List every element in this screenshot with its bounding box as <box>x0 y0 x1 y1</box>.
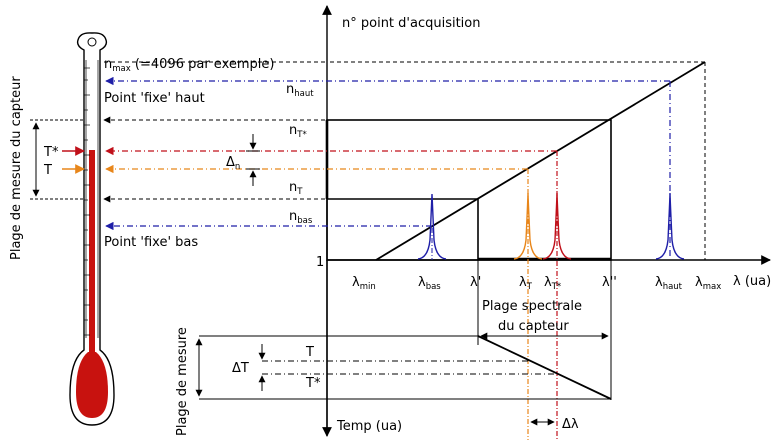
lambda-prime-label: λ' <box>470 275 481 290</box>
t-label-left: T <box>43 163 52 178</box>
sensor-range-label: Plage de mesure du capteur <box>9 76 24 260</box>
temp-axis-title: Temp (ua) <box>336 419 402 434</box>
calibration-line <box>375 61 706 261</box>
measure-range-label: Plage de mesure <box>175 327 190 436</box>
thermometer <box>69 32 115 426</box>
spectral-range-label-1: Plage spectrale <box>482 299 582 314</box>
nbas-label: nbas <box>289 209 313 226</box>
origin-label: 1 <box>316 255 324 270</box>
fixed-low-label: Point 'fixe' bas <box>104 235 198 250</box>
lambda-haut-label: λhaut <box>655 275 683 292</box>
delta-n-label: Δn <box>226 155 240 172</box>
spectral-range-label-2: du capteur <box>498 319 569 334</box>
nT-label: nT <box>289 180 303 197</box>
peak-bas <box>417 193 447 260</box>
peak-haut <box>655 192 685 260</box>
lambda-min-label: λmin <box>352 275 376 292</box>
t-star-label-lower: T* <box>305 376 321 391</box>
y-axis-title: n° point d'acquisition <box>342 16 481 31</box>
thermometer-column <box>89 150 95 355</box>
thermometer-bulb <box>76 352 108 418</box>
peak-T <box>513 169 543 440</box>
delta-lambda-label: Δλ <box>562 417 579 432</box>
nhaut-label: nhaut <box>286 82 314 99</box>
lambda-second-label: λ'' <box>602 275 617 290</box>
level-box-top <box>326 119 612 261</box>
lambda-bas-label: λbas <box>418 275 441 292</box>
x-axis-title: λ (ua) <box>733 274 771 289</box>
t-star-label-left: T* <box>43 145 59 160</box>
nmax-label: nmax (=4096 par exemple) <box>104 57 274 74</box>
nT-star-label: nT* <box>289 123 307 140</box>
fixed-high-label: Point 'fixe' haut <box>104 91 205 106</box>
peak-T-star <box>542 151 572 440</box>
temperature-line <box>477 335 612 400</box>
t-label-lower: T <box>305 345 314 360</box>
lambda-T-label: λT <box>519 275 533 292</box>
lambda-max-label: λmax <box>695 275 721 292</box>
lambda-T-star-label: λT* <box>544 275 561 292</box>
delta-T-label: ΔT <box>232 361 249 376</box>
